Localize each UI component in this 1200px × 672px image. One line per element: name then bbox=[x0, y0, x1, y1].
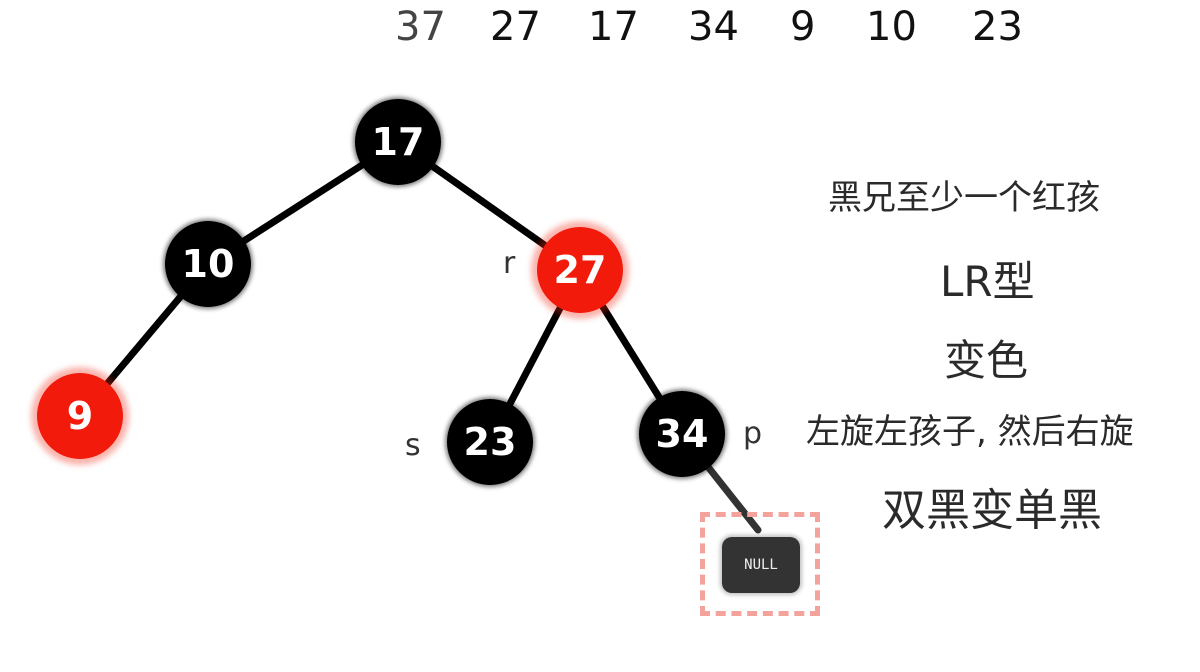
note-rotation: 左旋左孩子, 然后右旋 bbox=[806, 412, 1134, 452]
null-highlight-frame bbox=[700, 512, 820, 616]
tree-node-17: 17 bbox=[355, 99, 441, 185]
note-recolor: 变色 bbox=[944, 336, 1029, 385]
label-r: r bbox=[503, 246, 516, 281]
seq-value: 27 bbox=[490, 4, 541, 50]
tree-node-9: 9 bbox=[37, 373, 123, 459]
seq-value: 17 bbox=[588, 4, 639, 50]
seq-value: 10 bbox=[866, 4, 917, 50]
seq-value: 9 bbox=[790, 4, 816, 50]
note-lr-type: LR型 bbox=[940, 257, 1035, 306]
seq-value: 23 bbox=[972, 4, 1023, 50]
null-leaf: NULL bbox=[722, 537, 800, 593]
tree-node-27: 27 bbox=[537, 227, 623, 313]
tree-node-23: 23 bbox=[447, 399, 533, 485]
seq-value: 34 bbox=[688, 4, 739, 50]
label-s: s bbox=[405, 428, 421, 463]
label-p: p bbox=[743, 416, 763, 451]
seq-value: 37 bbox=[395, 4, 446, 50]
note-double-black: 双黑变单黑 bbox=[882, 485, 1102, 536]
tree-node-34: 34 bbox=[639, 391, 725, 477]
note-black-sibling: 黑兄至少一个红孩 bbox=[828, 178, 1100, 218]
tree-node-10: 10 bbox=[165, 221, 251, 307]
